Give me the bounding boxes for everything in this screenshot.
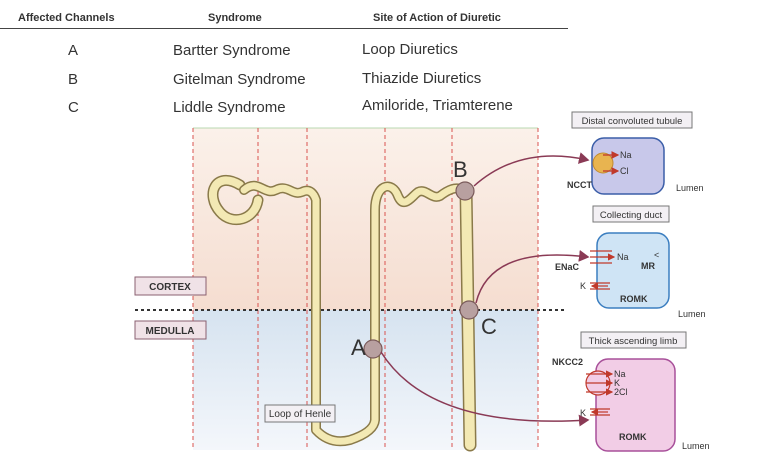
cd-cell-panel: Collecting duct Na K MR < ROMK ENaC Lume… <box>555 205 706 319</box>
row-b-site: Thiazide Diuretics <box>362 70 482 87</box>
tal-cell <box>595 358 676 452</box>
dct-title: Distal convoluted tubule <box>582 116 683 127</box>
cd-transporter-label: ENaC <box>555 262 580 272</box>
cd-ion-k: K <box>580 281 586 291</box>
marker-a-site <box>363 339 383 359</box>
header-site-of-action: Site of Action of Diuretic <box>373 12 501 24</box>
dct-ion-na: Na <box>620 150 632 160</box>
header-affected-channels: Affected Channels <box>18 12 115 24</box>
medulla-label-text: MEDULLA <box>146 326 195 337</box>
cortex-label: CORTEX <box>134 276 207 296</box>
cd-mr-label: MR <box>641 261 655 271</box>
row-c-site: Amiloride, Triamterene <box>362 97 513 114</box>
cd-lumen-label: Lumen <box>678 309 706 319</box>
row-c-syndrome: Liddle Syndrome <box>173 99 286 116</box>
tal-transporter-label: NKCC2 <box>552 357 583 367</box>
arrow-c-to-cd <box>475 249 590 304</box>
tal-ion-k: K <box>614 378 620 388</box>
cd-romk-label: ROMK <box>620 294 648 304</box>
arrow-b-to-dct <box>473 152 590 187</box>
tal-cell-panel: Thick ascending limb Na K 2Cl K ROMK NKC… <box>552 331 710 452</box>
row-c-channel: C <box>68 99 79 116</box>
dct-cell <box>591 137 665 195</box>
dct-lumen-label: Lumen <box>676 183 704 193</box>
tal-ion-cl: 2Cl <box>614 387 628 397</box>
dct-cell-panel: Distal convoluted tubule Na Cl NCCT Lume… <box>567 111 704 195</box>
dct-transporter-label: NCCT <box>567 180 592 190</box>
arrow-a-to-tal <box>380 351 590 427</box>
cd-cell <box>596 232 670 309</box>
marker-c-site <box>459 300 479 320</box>
cd-title: Collecting duct <box>600 210 663 221</box>
medulla-label: MEDULLA <box>134 320 207 340</box>
medulla-region <box>193 310 538 450</box>
row-b-syndrome: Gitelman Syndrome <box>173 71 306 88</box>
ncct-transporter-icon <box>592 152 614 174</box>
marker-b-letter: B <box>453 157 468 182</box>
marker-c-letter: C <box>481 314 497 339</box>
connector-arrows <box>380 152 590 427</box>
header-syndrome: Syndrome <box>208 12 262 24</box>
row-a-channel: A <box>68 42 79 59</box>
marker-b-site <box>455 181 475 201</box>
cd-mr-arrow: < <box>654 250 659 260</box>
row-b-channel: B <box>68 71 79 88</box>
marker-a-letter: A <box>351 335 366 360</box>
tal-title: Thick ascending limb <box>589 336 678 347</box>
tal-romk-label: ROMK <box>619 432 647 442</box>
loop-of-henle-text: Loop of Henle <box>269 409 332 420</box>
header-divider <box>0 28 568 29</box>
tal-ion-na: Na <box>614 369 626 379</box>
dct-ion-cl: Cl <box>620 166 629 176</box>
cd-ion-na: Na <box>617 252 629 262</box>
loop-of-henle-label: Loop of Henle <box>264 404 336 423</box>
tal-lumen-label: Lumen <box>682 441 710 451</box>
row-a-site: Loop Diuretics <box>362 41 458 58</box>
cortex-label-text: CORTEX <box>149 282 191 293</box>
tal-ion-k-out: K <box>580 408 586 418</box>
row-a-syndrome: Bartter Syndrome <box>173 42 291 59</box>
